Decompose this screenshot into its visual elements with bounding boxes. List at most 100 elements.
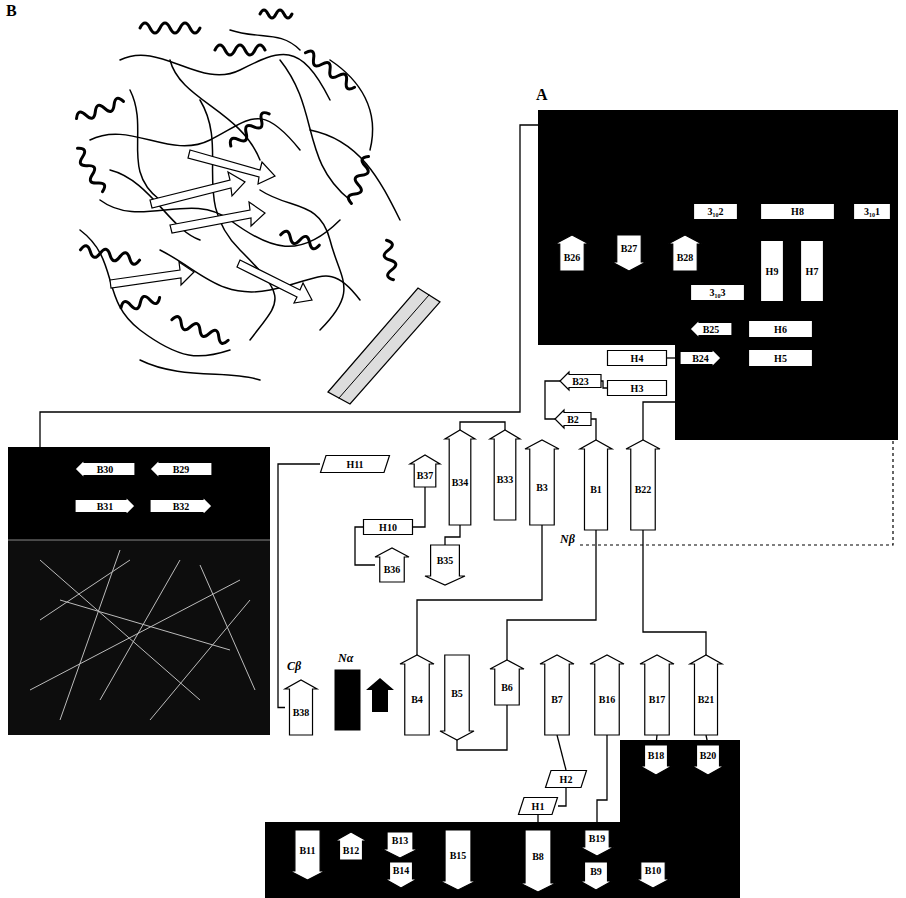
strand-arrow: B24 <box>680 349 721 367</box>
topology-connector <box>460 422 505 430</box>
strand-arrow: B11 <box>290 830 325 880</box>
helix-box: H1 <box>518 797 558 815</box>
element-label: H7 <box>806 266 819 277</box>
strand-arrow: B26 <box>555 235 589 271</box>
domain-panel <box>538 110 898 440</box>
strand-arrow: B32 <box>150 497 212 515</box>
element-label: B37 <box>417 470 434 481</box>
topology-connector <box>445 525 460 545</box>
black-helix <box>335 670 360 730</box>
element-label: B20 <box>700 750 717 761</box>
strand-arrow: B28 <box>668 235 702 271</box>
element-label: B1 <box>590 484 602 495</box>
element-label: B9 <box>590 866 602 877</box>
strand-arrow: B21 <box>690 655 722 735</box>
strand-arrow: B18 <box>640 745 672 775</box>
helix-box: 3₁₀1 <box>853 203 891 220</box>
element-label: H9 <box>766 266 779 277</box>
element-label: B27 <box>621 243 638 254</box>
strand-arrow: B20 <box>692 745 724 775</box>
topology-connector <box>597 735 607 830</box>
strand-arrow: B5 <box>440 655 474 740</box>
strand-arrow: B34 <box>445 430 475 525</box>
element-label: B24 <box>692 353 709 364</box>
domain-panel <box>265 740 740 898</box>
terminus-label: Nα <box>338 652 353 665</box>
element-label: B18 <box>648 750 665 761</box>
strand-arrow: B9 <box>580 862 612 890</box>
strand-arrow: B15 <box>440 830 476 890</box>
element-label: H2 <box>560 774 573 785</box>
element-label: B7 <box>551 694 563 705</box>
element-label: B13 <box>392 835 409 846</box>
strand-arrow: B23 <box>560 372 601 390</box>
element-label: B26 <box>564 252 581 263</box>
strand-arrow: B12 <box>335 832 367 860</box>
element-label: H3 <box>631 383 644 394</box>
helix-box: H9 <box>760 240 784 302</box>
strand-arrow: B14 <box>385 862 417 888</box>
element-label: B32 <box>173 501 190 512</box>
ribbon-illustration <box>73 10 440 404</box>
helix-box: H3 <box>607 380 667 396</box>
element-label: B6 <box>501 682 513 693</box>
topology-connector <box>413 487 425 527</box>
strand-arrow: B6 <box>490 660 524 705</box>
element-label: B25 <box>703 324 720 335</box>
strand-arrow: B30 <box>75 460 135 478</box>
strand-arrow: B35 <box>425 545 465 585</box>
strand-arrow: B38 <box>285 680 317 735</box>
strand-arrow: B19 <box>580 830 614 856</box>
topology-connector <box>278 464 320 708</box>
helix-box: 3₁₀2 <box>693 203 738 220</box>
strand-arrow: B4 <box>400 655 434 735</box>
element-label: B11 <box>299 845 315 856</box>
element-label: B35 <box>437 555 454 566</box>
topology-connector <box>667 357 680 358</box>
strand-arrow: B2 <box>555 410 591 428</box>
element-label: 3₁₀1 <box>864 206 880 217</box>
strand-arrow: B13 <box>382 832 418 858</box>
topology-connector <box>656 735 657 745</box>
inset-lines <box>30 550 255 720</box>
element-label: B5 <box>451 688 463 699</box>
element-label: B23 <box>572 376 589 387</box>
element-label: B14 <box>393 865 410 876</box>
topology-connector <box>557 735 566 770</box>
element-label: B4 <box>411 694 423 705</box>
element-label: B8 <box>532 851 544 862</box>
strand-arrow: B33 <box>490 430 520 520</box>
element-label: H10 <box>379 522 397 533</box>
element-label: B22 <box>635 484 652 495</box>
element-label: B19 <box>589 833 606 844</box>
element-label: H8 <box>791 206 804 217</box>
element-label: B3 <box>536 482 548 493</box>
topology-connector <box>558 788 566 806</box>
strand-arrow: B3 <box>525 440 559 525</box>
element-label: B21 <box>698 694 715 705</box>
helix-box: H4 <box>607 350 667 366</box>
strand-arrow: B1 <box>580 440 612 530</box>
element-label: B33 <box>497 474 514 485</box>
element-label: H11 <box>346 459 363 470</box>
strand-arrow: B22 <box>626 440 660 530</box>
strand-arrow: B17 <box>640 655 674 735</box>
element-label: B12 <box>343 845 360 856</box>
element-label: H5 <box>774 353 787 364</box>
helix-box: H7 <box>800 240 824 302</box>
element-label: H1 <box>532 801 545 812</box>
helix-box: H10 <box>363 519 413 535</box>
element-label: H6 <box>774 324 787 335</box>
helix-box: H6 <box>748 320 813 338</box>
topology-connector <box>507 530 596 660</box>
helix-box: H8 <box>760 203 835 220</box>
topology-connector <box>706 735 708 745</box>
strand-arrow: B36 <box>375 548 409 582</box>
element-label: B17 <box>649 694 666 705</box>
element-label: H4 <box>631 353 644 364</box>
topology-connector <box>417 525 542 655</box>
element-label: B38 <box>293 707 310 718</box>
strand-arrow: B37 <box>410 455 440 487</box>
helix-box: H5 <box>748 349 813 367</box>
topology-connector <box>643 530 706 655</box>
